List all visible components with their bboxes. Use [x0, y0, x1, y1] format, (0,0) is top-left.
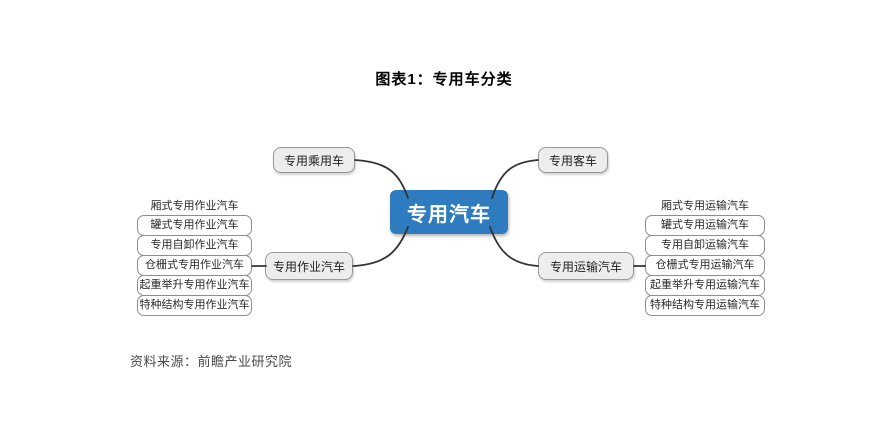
figure-title: 图表1：专用车分类 [375, 71, 513, 88]
transport-item: 仓栅式专用运输汽车 [645, 255, 765, 276]
branch-node-work-vehicle: 专用作业汽车 [265, 252, 353, 280]
branch-node-passenger-car: 专用乘用车 [273, 147, 355, 173]
work-item: 起重举升专用作业汽车 [137, 275, 252, 296]
transport-item: 特种结构专用运输汽车 [645, 295, 765, 316]
branch-node-transport-vehicle: 专用运输汽车 [538, 252, 634, 280]
transport-item: 罐式专用运输汽车 [645, 215, 765, 236]
work-item: 厢式专用作业汽车 [150, 200, 239, 212]
transport-item: 厢式专用运输汽车 [661, 200, 749, 212]
transport-item: 专用自卸运输汽车 [645, 235, 765, 256]
root-node-special-vehicle: 专用汽车 [390, 190, 508, 234]
work-vehicle-item-list: 厢式专用作业汽车 罐式专用作业汽车 专用自卸作业汽车 仓栅式专用作业汽车 起重举… [137, 196, 252, 316]
branch-node-bus: 专用客车 [538, 147, 608, 173]
transport-item: 起重举升专用运输汽车 [645, 275, 765, 296]
work-item: 特种结构专用作业汽车 [137, 295, 252, 316]
work-item: 罐式专用作业汽车 [137, 215, 252, 236]
work-item: 专用自卸作业汽车 [137, 235, 252, 256]
transport-vehicle-item-list: 厢式专用运输汽车 罐式专用运输汽车 专用自卸运输汽车 仓栅式专用运输汽车 起重举… [645, 196, 765, 316]
work-item: 仓栅式专用作业汽车 [137, 255, 252, 276]
source-note: 资料来源：前瞻产业研究院 [130, 354, 293, 369]
